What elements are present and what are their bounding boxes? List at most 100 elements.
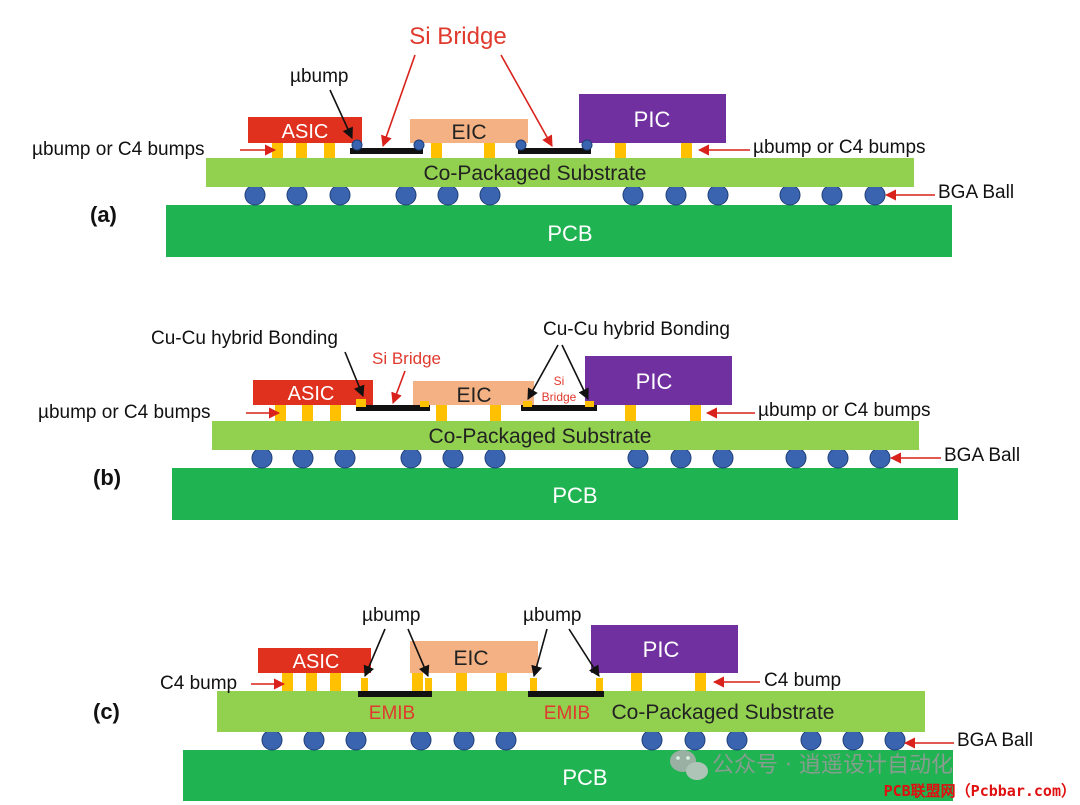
si-bridge-arrow bbox=[391, 370, 406, 405]
panel-a: PCB Co-Packaged Substrate ASIC EIC PIC (… bbox=[32, 23, 1014, 257]
bga-ball bbox=[251, 447, 273, 469]
pcb-label: PCB bbox=[562, 765, 607, 790]
bga-balls bbox=[261, 729, 906, 751]
bump bbox=[484, 143, 495, 158]
pic-label: PIC bbox=[636, 369, 673, 394]
bumps bbox=[272, 143, 692, 158]
eic-label: EIC bbox=[456, 384, 491, 407]
emib-microbump bbox=[596, 678, 603, 691]
bga-ball bbox=[884, 729, 906, 751]
bga-ball bbox=[437, 184, 459, 206]
panel-label-b: (b) bbox=[93, 465, 121, 490]
substrate-label: Co-Packaged Substrate bbox=[612, 701, 835, 724]
bga-ball bbox=[442, 447, 464, 469]
bump bbox=[306, 673, 317, 691]
si-bridge-right bbox=[518, 148, 591, 154]
pic-die bbox=[591, 625, 738, 673]
bga-ball bbox=[726, 729, 748, 751]
bump bbox=[324, 143, 335, 158]
bump-callout-left: µbump or C4 bumps bbox=[38, 402, 211, 423]
si-bridge-left bbox=[356, 405, 430, 411]
bump bbox=[302, 405, 313, 421]
hybrid-bonding-arrow-right-b bbox=[561, 344, 589, 401]
emib-left bbox=[358, 691, 432, 697]
bga-ball bbox=[395, 184, 417, 206]
bump bbox=[296, 143, 307, 158]
bump bbox=[631, 673, 642, 691]
bump bbox=[496, 673, 507, 691]
bga-ball bbox=[842, 729, 864, 751]
hybrid-bonding-arrow-left bbox=[344, 351, 365, 398]
si-bridge-callout: Si Bridge bbox=[409, 23, 506, 50]
bga-callout: BGA Ball bbox=[957, 730, 1033, 751]
bump bbox=[272, 143, 283, 158]
bga-ball bbox=[261, 729, 283, 751]
bump bbox=[625, 405, 636, 421]
emib-microbump bbox=[530, 678, 537, 691]
asic-die bbox=[253, 380, 373, 405]
asic-label: ASIC bbox=[293, 651, 340, 673]
bump bbox=[615, 143, 626, 158]
hybrid-bond-pad bbox=[585, 401, 594, 407]
bump-callout-right: µbump or C4 bumps bbox=[758, 400, 931, 421]
bridge-inline-label: Bridge bbox=[542, 390, 577, 404]
hybrid-bond-pad bbox=[420, 401, 429, 407]
emib-right bbox=[528, 691, 604, 697]
emib-microbump bbox=[361, 678, 368, 691]
bga-ball bbox=[303, 729, 325, 751]
pic-label: PIC bbox=[643, 637, 680, 662]
bump bbox=[456, 673, 467, 691]
si-bridge-arrow-right bbox=[500, 54, 553, 147]
eic-die bbox=[410, 641, 538, 673]
microbump bbox=[581, 139, 593, 151]
bga-ball bbox=[292, 447, 314, 469]
microbump-arrow-left-a bbox=[363, 628, 386, 678]
bump bbox=[436, 405, 447, 421]
si-bridge-callout: Si Bridge bbox=[372, 349, 441, 368]
pic-die bbox=[585, 356, 732, 405]
bump-callout-left: µbump or C4 bumps bbox=[32, 139, 205, 160]
watermark-text: 公众号 · 逍遥设计自动化 bbox=[712, 753, 953, 778]
footer-source: PCB联盟网（Pcbbar.com） bbox=[884, 782, 1076, 800]
pcb bbox=[166, 205, 952, 257]
bump bbox=[330, 405, 341, 421]
asic-die bbox=[258, 648, 371, 673]
asic-label: ASIC bbox=[282, 121, 329, 143]
eic-die bbox=[410, 119, 528, 143]
bumps bbox=[282, 673, 706, 691]
panel-label-a: (a) bbox=[90, 202, 117, 227]
bga-ball bbox=[712, 447, 734, 469]
co-packaged-substrate bbox=[206, 158, 914, 187]
si-inline-label: Si bbox=[554, 374, 565, 388]
bga-ball bbox=[400, 447, 422, 469]
asic-label: ASIC bbox=[288, 383, 335, 405]
si-bridge-left bbox=[350, 148, 423, 154]
bga-balls bbox=[244, 184, 886, 206]
bga-ball bbox=[707, 184, 729, 206]
pcb-label: PCB bbox=[552, 483, 597, 508]
bga-ball bbox=[334, 447, 356, 469]
bga-ball bbox=[869, 447, 891, 469]
bga-ball bbox=[479, 184, 501, 206]
bga-ball bbox=[329, 184, 351, 206]
bga-ball bbox=[800, 729, 822, 751]
pcb bbox=[183, 750, 953, 801]
hybrid-bonding-callout-left: Cu-Cu hybrid Bonding bbox=[151, 328, 338, 349]
bga-ball bbox=[453, 729, 475, 751]
bga-ball bbox=[670, 447, 692, 469]
bump bbox=[282, 673, 293, 691]
si-bridge-right bbox=[521, 405, 597, 411]
bga-ball bbox=[827, 447, 849, 469]
bga-ball bbox=[345, 729, 367, 751]
pcb-label: PCB bbox=[547, 221, 592, 246]
microbump-arrow-left-b bbox=[407, 628, 430, 678]
emib-microbump bbox=[425, 678, 432, 691]
substrate-label: Co-Packaged Substrate bbox=[429, 425, 652, 448]
bga-ball bbox=[684, 729, 706, 751]
microbump-callout-right: µbump bbox=[523, 605, 581, 626]
bga-ball bbox=[821, 184, 843, 206]
microbump-arrow bbox=[329, 89, 353, 140]
microbump bbox=[413, 139, 425, 151]
substrate-label: Co-Packaged Substrate bbox=[424, 162, 647, 185]
